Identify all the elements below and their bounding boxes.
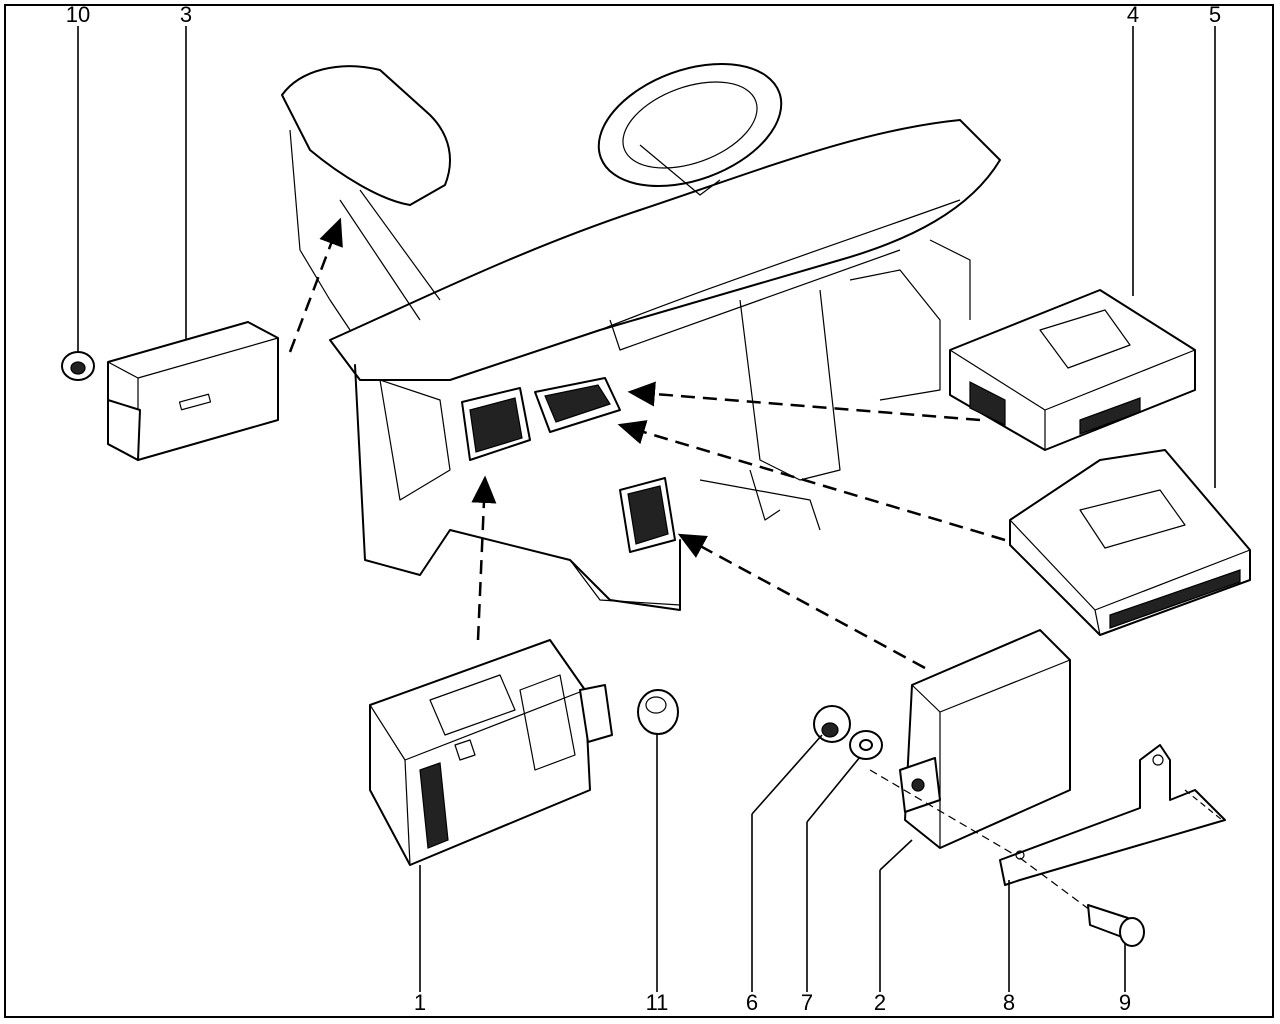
part-6-nut (813, 705, 851, 743)
part-3-module (107, 321, 279, 461)
callout-3: 3 (180, 2, 192, 27)
part-8-bracket (999, 744, 1226, 886)
callout-10: 10 (66, 2, 90, 27)
callout-11: 11 (646, 990, 669, 1015)
part-7-washer (849, 730, 883, 760)
part-10-nut (61, 351, 95, 381)
part-4-module (949, 289, 1196, 451)
callout-2: 2 (874, 990, 886, 1015)
mounted-module-left (461, 387, 531, 461)
part-1-module (369, 639, 613, 866)
callout-4: 4 (1127, 2, 1139, 27)
mounted-module-right (534, 377, 621, 433)
part-11-nut (637, 689, 679, 735)
callout-9: 9 (1119, 990, 1131, 1015)
callout-8: 8 (1003, 990, 1015, 1015)
leader-lines (77, 26, 1216, 992)
callout-5: 5 (1209, 2, 1221, 27)
callout-labels: 10 3 4 5 1 11 6 7 2 8 9 (66, 2, 1221, 1015)
callout-7: 7 (801, 990, 813, 1015)
part-2-module (899, 629, 1071, 849)
callout-1: 1 (414, 990, 426, 1015)
part-5-module (1009, 449, 1251, 636)
callout-6: 6 (746, 990, 758, 1015)
part-9-bolt (1087, 904, 1145, 947)
assembly-arrows (288, 217, 1223, 911)
mounted-module-center (619, 477, 676, 553)
dashboard-assembly (281, 62, 1001, 611)
